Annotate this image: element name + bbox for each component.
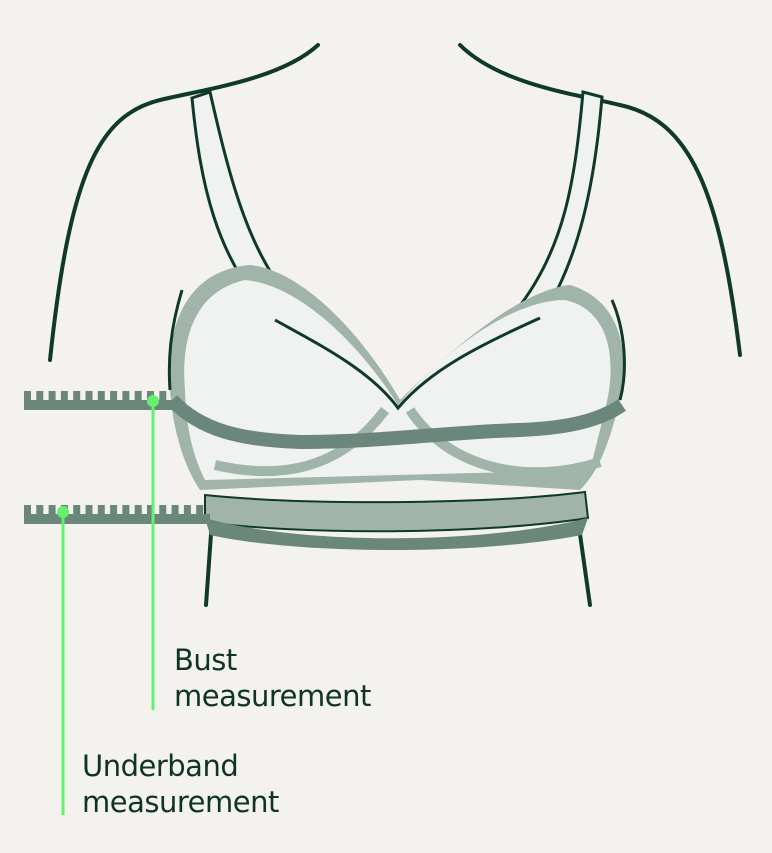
underband-marker <box>57 506 69 815</box>
bust-marker <box>147 395 159 710</box>
tape-tick <box>36 391 44 400</box>
tape-tick <box>110 505 118 514</box>
tape-tick <box>24 391 31 400</box>
tape-tick <box>159 391 167 400</box>
bust-label-line2: measurement <box>174 679 371 713</box>
neckline <box>167 289 626 411</box>
underband <box>204 490 590 533</box>
underband-lower <box>205 518 588 550</box>
underband-measurement-label: Underband measurement <box>82 748 279 820</box>
tape-tick <box>122 391 130 400</box>
tape-tick <box>85 391 93 400</box>
underband-label-line2: measurement <box>82 785 279 819</box>
bust-measurement-label: Bust measurement <box>174 642 371 714</box>
tape-tick <box>97 391 105 400</box>
bust-label-line1: Bust <box>174 643 237 677</box>
tape-tick <box>134 391 142 400</box>
bust-tape-measure <box>24 391 174 410</box>
tape-tick <box>48 505 56 514</box>
tape-tick <box>24 505 31 514</box>
tape-tick <box>73 505 81 514</box>
tape-tick <box>147 391 154 400</box>
tape-tick <box>97 505 105 514</box>
tape-tick <box>134 505 142 514</box>
underband-label-line1: Underband <box>82 749 239 783</box>
tape-tick <box>147 505 154 514</box>
tape-tick <box>36 505 44 514</box>
tape-tick <box>73 391 81 400</box>
underband-tape-measure <box>24 505 210 524</box>
tape-tick <box>159 505 167 514</box>
tape-tick <box>48 391 56 400</box>
tape-tick <box>110 391 118 400</box>
cups-fabric <box>184 280 611 480</box>
tape-tick <box>85 505 93 514</box>
tape-tick <box>171 505 179 514</box>
tape-tick <box>60 391 68 400</box>
tape-tick <box>183 505 191 514</box>
bust-band <box>166 395 626 450</box>
tape-tick <box>122 505 130 514</box>
tape-tick <box>196 505 204 514</box>
